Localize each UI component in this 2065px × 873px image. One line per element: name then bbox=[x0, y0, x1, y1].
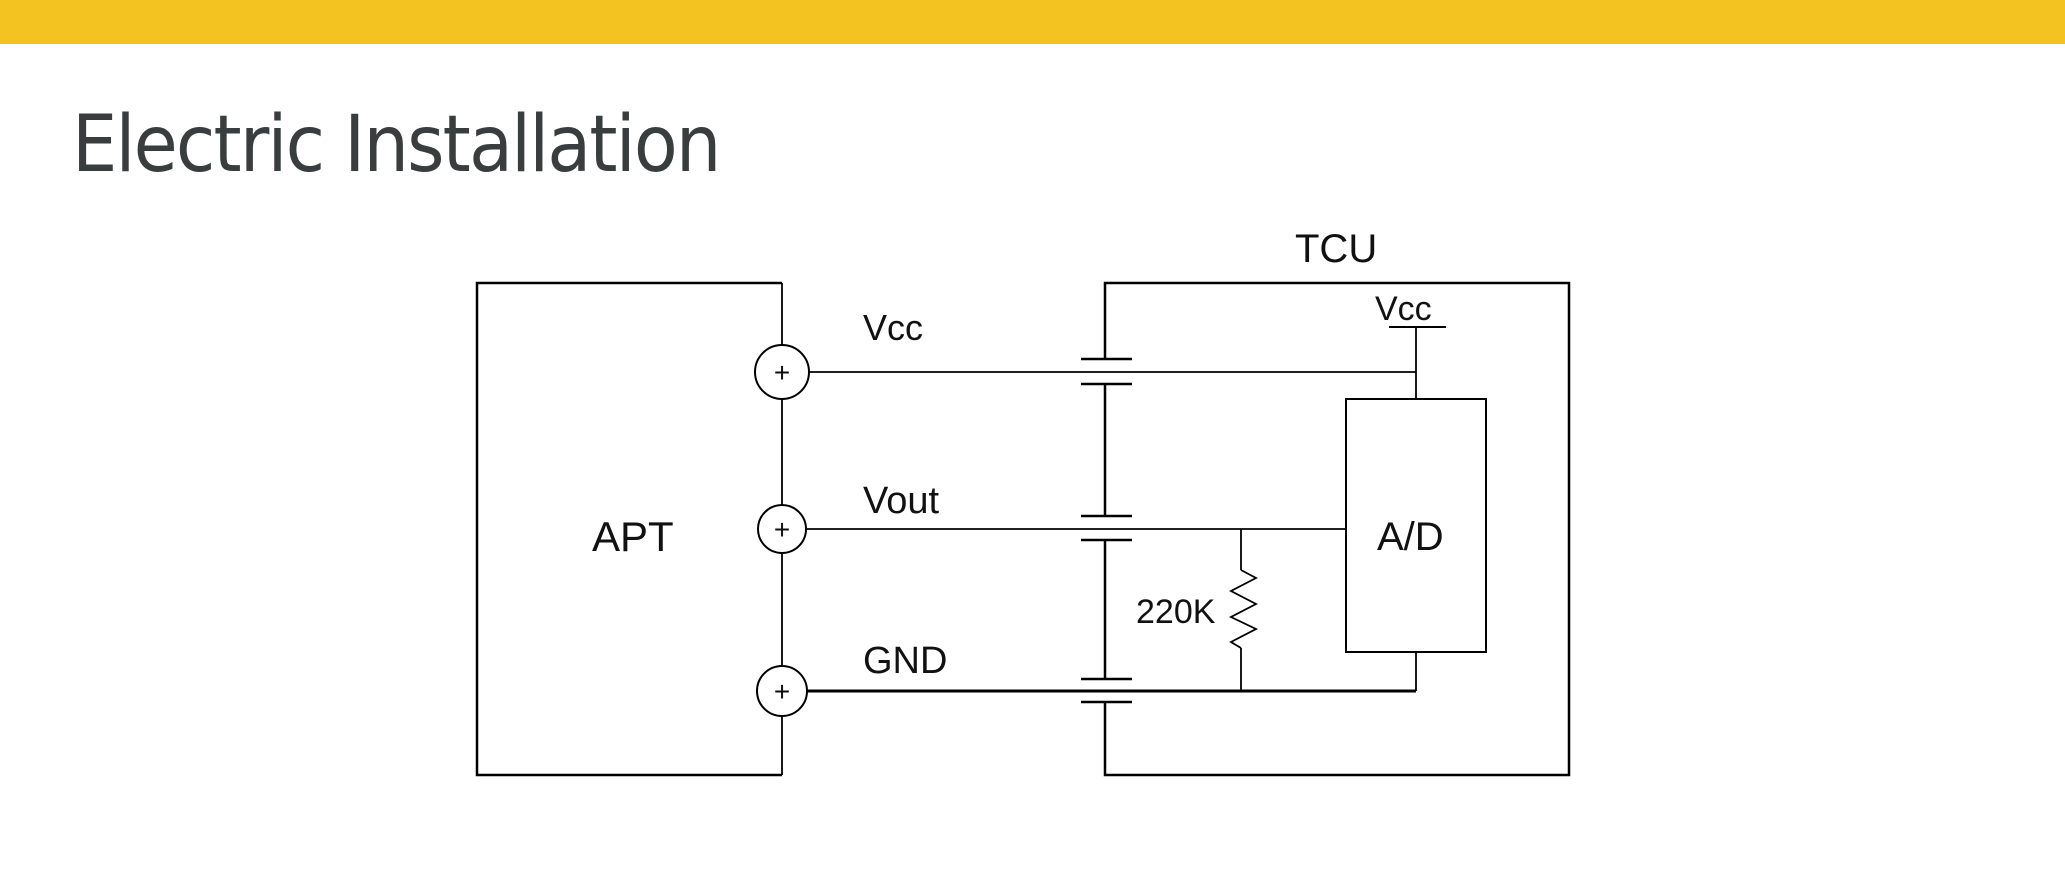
terminal-vout: + bbox=[757, 504, 807, 554]
ad-converter: A/D bbox=[1345, 398, 1487, 691]
plus-icon: + bbox=[774, 676, 790, 707]
vcc-supply-label: Vcc bbox=[1375, 290, 1432, 328]
apt-block: APT bbox=[475, 281, 783, 777]
vcc-line-label: Vcc bbox=[863, 307, 923, 348]
connector-vout bbox=[1081, 514, 1132, 542]
plus-icon: + bbox=[774, 357, 790, 388]
resistor-label: 220K bbox=[1136, 593, 1216, 631]
tcu-block: TCU bbox=[1103, 227, 1571, 777]
plus-icon: + bbox=[774, 514, 790, 545]
connector-gnd bbox=[1081, 677, 1132, 704]
terminal-gnd: + bbox=[756, 665, 808, 717]
vout-line-label: Vout bbox=[863, 480, 940, 522]
terminal-vcc: + bbox=[754, 344, 810, 400]
ad-label: A/D bbox=[1377, 515, 1444, 559]
apt-label: APT bbox=[592, 513, 674, 560]
gnd-line-label: GND bbox=[863, 640, 947, 682]
vcc-supply: Vcc bbox=[1375, 290, 1446, 399]
connector-vcc bbox=[1081, 357, 1132, 386]
top-accent-bar bbox=[0, 0, 2065, 44]
page-title: Electric Installation bbox=[72, 100, 721, 190]
resistor-220k: 220K bbox=[1136, 529, 1259, 691]
tcu-label: TCU bbox=[1295, 227, 1377, 271]
